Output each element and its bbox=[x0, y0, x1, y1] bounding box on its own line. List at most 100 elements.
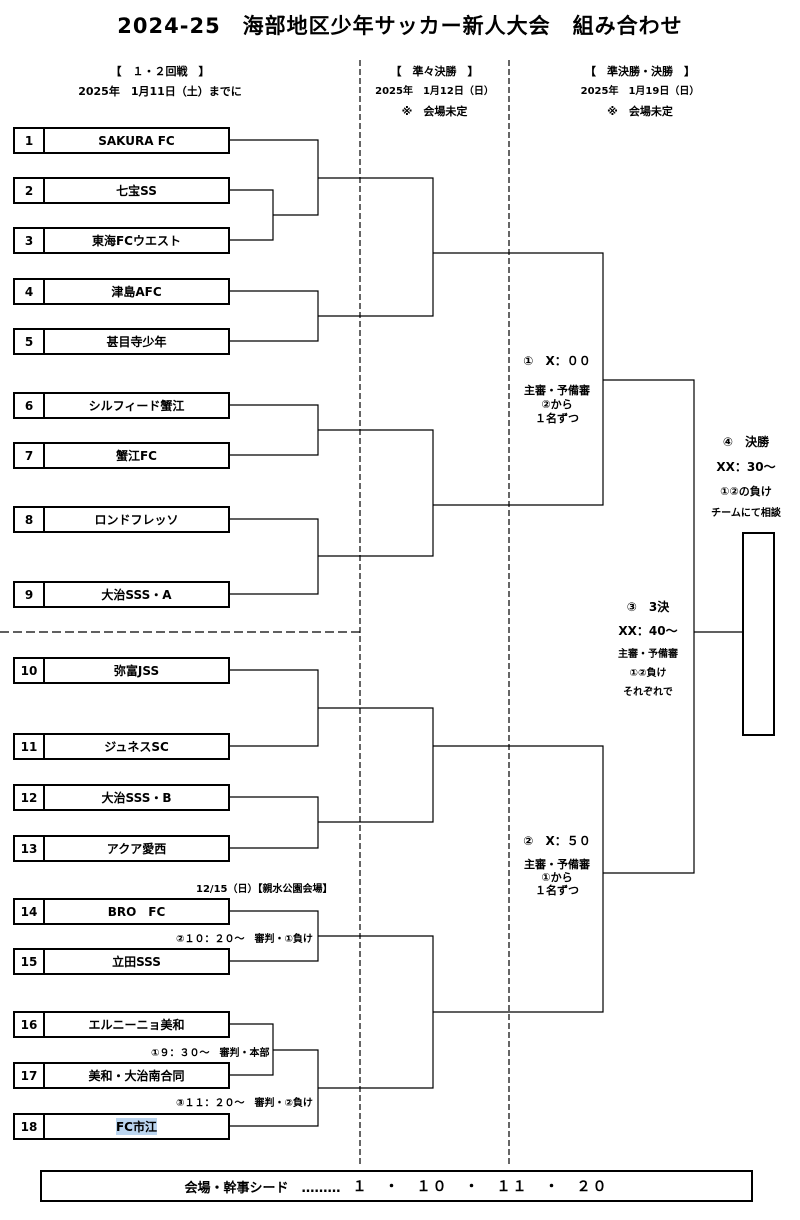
team-row: 6 シルフィード蟹江 bbox=[13, 392, 230, 419]
third-place-referee-from: ①②負け bbox=[629, 668, 667, 679]
third-place-info: ③ 3決 XX：40～ 主審・予備審 ①②負け それぞれで bbox=[603, 597, 693, 702]
bracket-1617-18 bbox=[230, 1049, 319, 1127]
qf-2 bbox=[318, 429, 434, 557]
team-number: 5 bbox=[15, 330, 45, 353]
team-number: 14 bbox=[15, 900, 45, 923]
team-number: 15 bbox=[15, 950, 45, 973]
quarterfinal-venue: ※ 会場未定 bbox=[401, 105, 468, 118]
match-note-18: ③１１：２０～ 審判・②負け bbox=[176, 1098, 313, 1109]
final-time: XX：30～ bbox=[716, 460, 776, 474]
team-number: 18 bbox=[15, 1115, 45, 1138]
footer-box: 会場・幹事シード ……… １ ・ １０ ・ １１ ・ ２０ bbox=[40, 1170, 753, 1202]
qf-4 bbox=[318, 935, 434, 1089]
team-name: 甚目寺少年 bbox=[106, 335, 167, 349]
semifinal-2-referee-from: ①から bbox=[541, 871, 573, 884]
semifinal-1-title: ① X：００ bbox=[523, 354, 591, 368]
team-number: 10 bbox=[15, 659, 45, 682]
team-row: 9 大治SSS・A bbox=[13, 581, 230, 608]
team-name: アクア愛西 bbox=[106, 842, 167, 856]
footer-label: 会場・幹事シード ……… bbox=[184, 1180, 341, 1196]
final-bracket bbox=[603, 379, 695, 874]
highlighted-team-name: FC市江 bbox=[115, 1118, 157, 1135]
team-name: 立田SSS bbox=[112, 955, 161, 969]
final-info: ④ 決勝 XX：30～ ①②の負け チームにて相談 bbox=[696, 432, 796, 526]
team-name: 東海FCウエスト bbox=[91, 234, 181, 248]
team-row: 13 アクア愛西 bbox=[13, 835, 230, 862]
round1-date: 2025年 1月11日（土）までに bbox=[78, 85, 242, 98]
bracket-4-5 bbox=[230, 290, 319, 342]
team-row: 16 エルニーニョ美和 bbox=[13, 1011, 230, 1038]
page-title: 2024-25 海部地区少年サッカー新人大会 組み合わせ bbox=[117, 14, 683, 38]
bracket-10-11 bbox=[230, 669, 319, 747]
round1-label: 【 １・２回戦 】 bbox=[110, 65, 210, 78]
team-number: 2 bbox=[15, 179, 45, 202]
sf-1 bbox=[433, 252, 604, 506]
semifinal-2-title: ② X：５０ bbox=[523, 834, 591, 848]
team-name: 津島AFC bbox=[111, 285, 162, 299]
semifinal-2-referee-count: １名ずつ bbox=[535, 884, 579, 897]
team-name: 七宝SS bbox=[116, 184, 157, 198]
team-number: 7 bbox=[15, 444, 45, 467]
team-number: 16 bbox=[15, 1013, 45, 1036]
team-name: BRO FC bbox=[107, 905, 166, 919]
final-note-2: チームにて相談 bbox=[711, 508, 781, 519]
bracket-8-9 bbox=[230, 518, 319, 595]
final-title: ④ 決勝 bbox=[722, 435, 770, 449]
bracket-12-13 bbox=[230, 796, 319, 849]
team-name: シルフィード蟹江 bbox=[88, 399, 185, 413]
team-row: 5 甚目寺少年 bbox=[13, 328, 230, 355]
semifinal-1-referee-count: １名ずつ bbox=[535, 412, 579, 425]
team-row: 2 七宝SS bbox=[13, 177, 230, 204]
bracket-6-7 bbox=[230, 404, 319, 456]
team-name: ジュネスSC bbox=[104, 740, 169, 754]
team-number: 4 bbox=[15, 280, 45, 303]
team-name: 大治SSS・A bbox=[101, 588, 172, 602]
team-row: 17 美和・大治南合同 bbox=[13, 1062, 230, 1089]
round1-header: 【 １・２回戦 】 2025年 1月11日（土）までに bbox=[40, 62, 280, 102]
third-place-title: ③ 3決 bbox=[626, 600, 670, 614]
final-note-1: ①②の負け bbox=[720, 485, 772, 498]
third-place-referee-note: それぞれで bbox=[623, 687, 673, 698]
team-number: 17 bbox=[15, 1064, 45, 1087]
team-row: 18 FC市江 bbox=[13, 1113, 230, 1140]
semifinal-1-referee-from: ②から bbox=[541, 398, 573, 411]
team-name: SAKURA FC bbox=[98, 133, 175, 148]
team-name: 大治SSS・B bbox=[101, 791, 172, 805]
semifinal-date: 2025年 1月19日（日） bbox=[580, 86, 700, 97]
footer-seeds: １ ・ １０ ・ １１ ・ ２０ bbox=[352, 1179, 609, 1195]
semifinal-venue: ※ 会場未定 bbox=[607, 105, 673, 118]
team-number: 11 bbox=[15, 735, 45, 758]
match-note-16-17: ①９：３０～ 審判・本部 bbox=[151, 1048, 270, 1059]
qf-3 bbox=[318, 707, 434, 823]
semifinal-label: 【 準決勝・決勝 】 bbox=[585, 65, 695, 78]
bracket-1-23 bbox=[230, 139, 319, 216]
venue-note: 12/15（日）【親水公園会場】 bbox=[196, 884, 333, 895]
team-row: 4 津島AFC bbox=[13, 278, 230, 305]
team-name: エルニーニョ美和 bbox=[88, 1018, 185, 1032]
team-name: 蟹江FC bbox=[115, 449, 157, 463]
team-name: 美和・大治南合同 bbox=[88, 1069, 185, 1083]
semifinal-header: 【 準決勝・決勝 】 2025年 1月19日（日） ※ 会場未定 bbox=[540, 62, 740, 122]
semifinal-1-info: ① X：００ 主審・予備審 ②から １名ずつ bbox=[512, 352, 602, 426]
team-row: 7 蟹江FC bbox=[13, 442, 230, 469]
match-note-14-15: ②１０：２０～ 審判・①負け bbox=[176, 934, 313, 945]
team-name: FC市江 bbox=[45, 1115, 228, 1138]
team-number: 9 bbox=[15, 583, 45, 606]
team-row: 11 ジュネスSC bbox=[13, 733, 230, 760]
team-number: 6 bbox=[15, 394, 45, 417]
team-name: 弥富JSS bbox=[113, 664, 160, 678]
team-number: 13 bbox=[15, 837, 45, 860]
team-number: 3 bbox=[15, 229, 45, 252]
team-name: ロンドフレッソ bbox=[94, 513, 179, 527]
team-number: 12 bbox=[15, 786, 45, 809]
sf-2 bbox=[433, 745, 604, 1013]
team-row: 15 立田SSS bbox=[13, 948, 230, 975]
quarterfinal-header: 【 準々決勝 】 2025年 1月12日（日） ※ 会場未定 bbox=[362, 62, 507, 122]
quarterfinal-label: 【 準々決勝 】 bbox=[390, 65, 479, 78]
team-row: 10 弥富JSS bbox=[13, 657, 230, 684]
winner-box bbox=[742, 532, 775, 736]
semifinal-2-info: ② X：５０ 主審・予備審 ①から １名ずつ bbox=[512, 832, 602, 897]
